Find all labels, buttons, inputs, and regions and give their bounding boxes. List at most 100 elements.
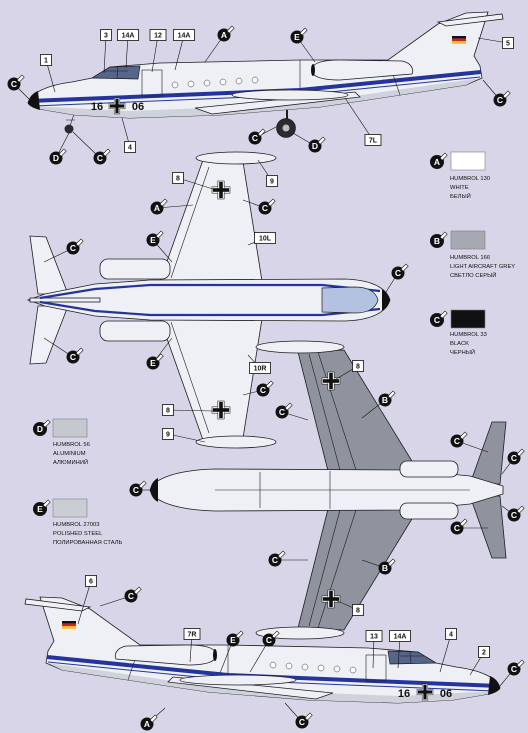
brush-icon <box>257 128 266 137</box>
brush-icon <box>304 712 313 721</box>
brush-icon <box>459 518 468 527</box>
paint-code-badge <box>124 589 138 603</box>
paint-callout-e: E <box>219 630 244 674</box>
part-callout-12: 12 <box>149 29 167 73</box>
paint-code-badge <box>378 561 392 575</box>
part-number-label: 4 <box>128 145 132 152</box>
paint-callout-c: C <box>99 586 142 607</box>
part-callout-8: 8 <box>332 360 364 382</box>
brush-icon <box>439 152 448 161</box>
part-callout-7l: 7L <box>344 97 382 146</box>
brush-icon <box>271 630 280 639</box>
paint-code-letter: C <box>262 203 268 213</box>
paint-number: HUMBROL 166 <box>450 255 490 261</box>
part-number-label: 8 <box>166 408 170 415</box>
paint-code-badge <box>140 717 154 731</box>
part-callout-4: 4 <box>121 117 136 153</box>
paint-code-letter: E <box>294 32 300 42</box>
paint-code-letter: A <box>434 157 440 167</box>
brush-icon <box>516 505 525 514</box>
part-number-box <box>389 630 411 642</box>
part-number-box <box>172 172 184 184</box>
underside-view <box>149 340 507 640</box>
paint-code-letter: B <box>434 236 440 246</box>
brush-icon <box>16 74 25 83</box>
paint-callout-c: C <box>242 198 276 215</box>
part-number-box <box>352 604 364 616</box>
part-number-box <box>352 360 364 372</box>
part-number-label: 14A <box>178 33 191 40</box>
paint-code-badge <box>450 521 464 535</box>
paint-code-letter: C <box>266 635 272 645</box>
paint-code-badge <box>295 715 309 729</box>
paint-callout-a: A <box>204 25 235 63</box>
paint-code-letter: C <box>497 95 503 105</box>
brush-icon <box>155 230 164 239</box>
legend-item-black: C HUMBROL 33 BLACK ЧЕРНЫЙ <box>430 309 487 356</box>
paint-callout-a: A <box>140 707 166 731</box>
part-number-label: 9 <box>270 179 274 186</box>
part-callout-14a: 14A <box>173 29 195 71</box>
brush-icon <box>226 25 235 34</box>
brush-icon <box>138 480 147 489</box>
part-number-box <box>173 29 195 41</box>
brush-icon <box>102 148 111 157</box>
part-callout-13: 13 <box>365 630 383 669</box>
paint-code-letter: C <box>454 523 460 533</box>
paint-code-badge <box>290 30 304 44</box>
paint-code-letter: C <box>434 315 440 325</box>
paint-code-letter: B <box>382 395 388 405</box>
part-number-box <box>445 628 457 640</box>
part-number-label: 2 <box>482 650 486 657</box>
paint-callout-c: C <box>249 630 280 673</box>
paint-number: HUMBROL 27003 <box>53 522 100 528</box>
part-number-box <box>149 29 167 41</box>
paint-code-letter: A <box>154 203 160 213</box>
paint-name-ru: СВЕТЛО СЕРЫЙ <box>450 271 496 279</box>
paint-code-badge <box>226 633 240 647</box>
part-number-box <box>266 175 278 187</box>
brush-icon <box>516 448 525 457</box>
brush-icon <box>439 231 448 240</box>
part-callout-10r: 10R <box>247 354 271 374</box>
part-callout-8: 8 <box>332 598 364 616</box>
part-number-label: 5 <box>506 41 510 48</box>
paint-callout-c: C <box>248 126 277 145</box>
part-callout-6: 6 <box>77 575 97 625</box>
part-number-label: 14A <box>122 33 135 40</box>
paint-callout-b: B <box>361 390 396 419</box>
paint-number: HUMBROL 56 <box>53 442 90 448</box>
part-number-box <box>117 29 139 41</box>
brush-icon <box>267 198 276 207</box>
brush-icon <box>155 353 164 362</box>
paint-name-ru: АЛЮМИНИЙ <box>53 458 88 466</box>
part-number-box <box>183 628 201 640</box>
paint-callout-d: D <box>49 132 70 165</box>
paint-code-letter: E <box>230 635 236 645</box>
brush-icon <box>459 431 468 440</box>
paint-code-letter: C <box>97 153 103 163</box>
part-number-label: 14A <box>394 634 407 641</box>
paint-code-letter: C <box>260 385 266 395</box>
paint-callout-c: C <box>7 74 31 101</box>
nose-cone-top <box>382 289 390 311</box>
part-number-label: 8 <box>356 608 360 615</box>
part-number-label: 13 <box>370 634 378 641</box>
brush-icon <box>277 550 286 559</box>
part-callout-14a: 14A <box>389 630 411 669</box>
paint-code-badge <box>262 633 276 647</box>
paint-code-badge <box>66 241 80 255</box>
paint-code-badge <box>378 393 392 407</box>
paint-code-letter: E <box>150 358 156 368</box>
nose-gear-strut <box>66 113 75 127</box>
paint-code-letter: C <box>395 268 401 278</box>
paint-code-badge <box>146 233 160 247</box>
brush-icon <box>387 558 396 567</box>
airframe-right <box>23 595 502 705</box>
part-callout-9: 9 <box>257 159 278 187</box>
paint-code-letter: C <box>511 510 517 520</box>
paint-code-badge <box>268 553 282 567</box>
stabilizer-lower-grey <box>469 495 507 559</box>
